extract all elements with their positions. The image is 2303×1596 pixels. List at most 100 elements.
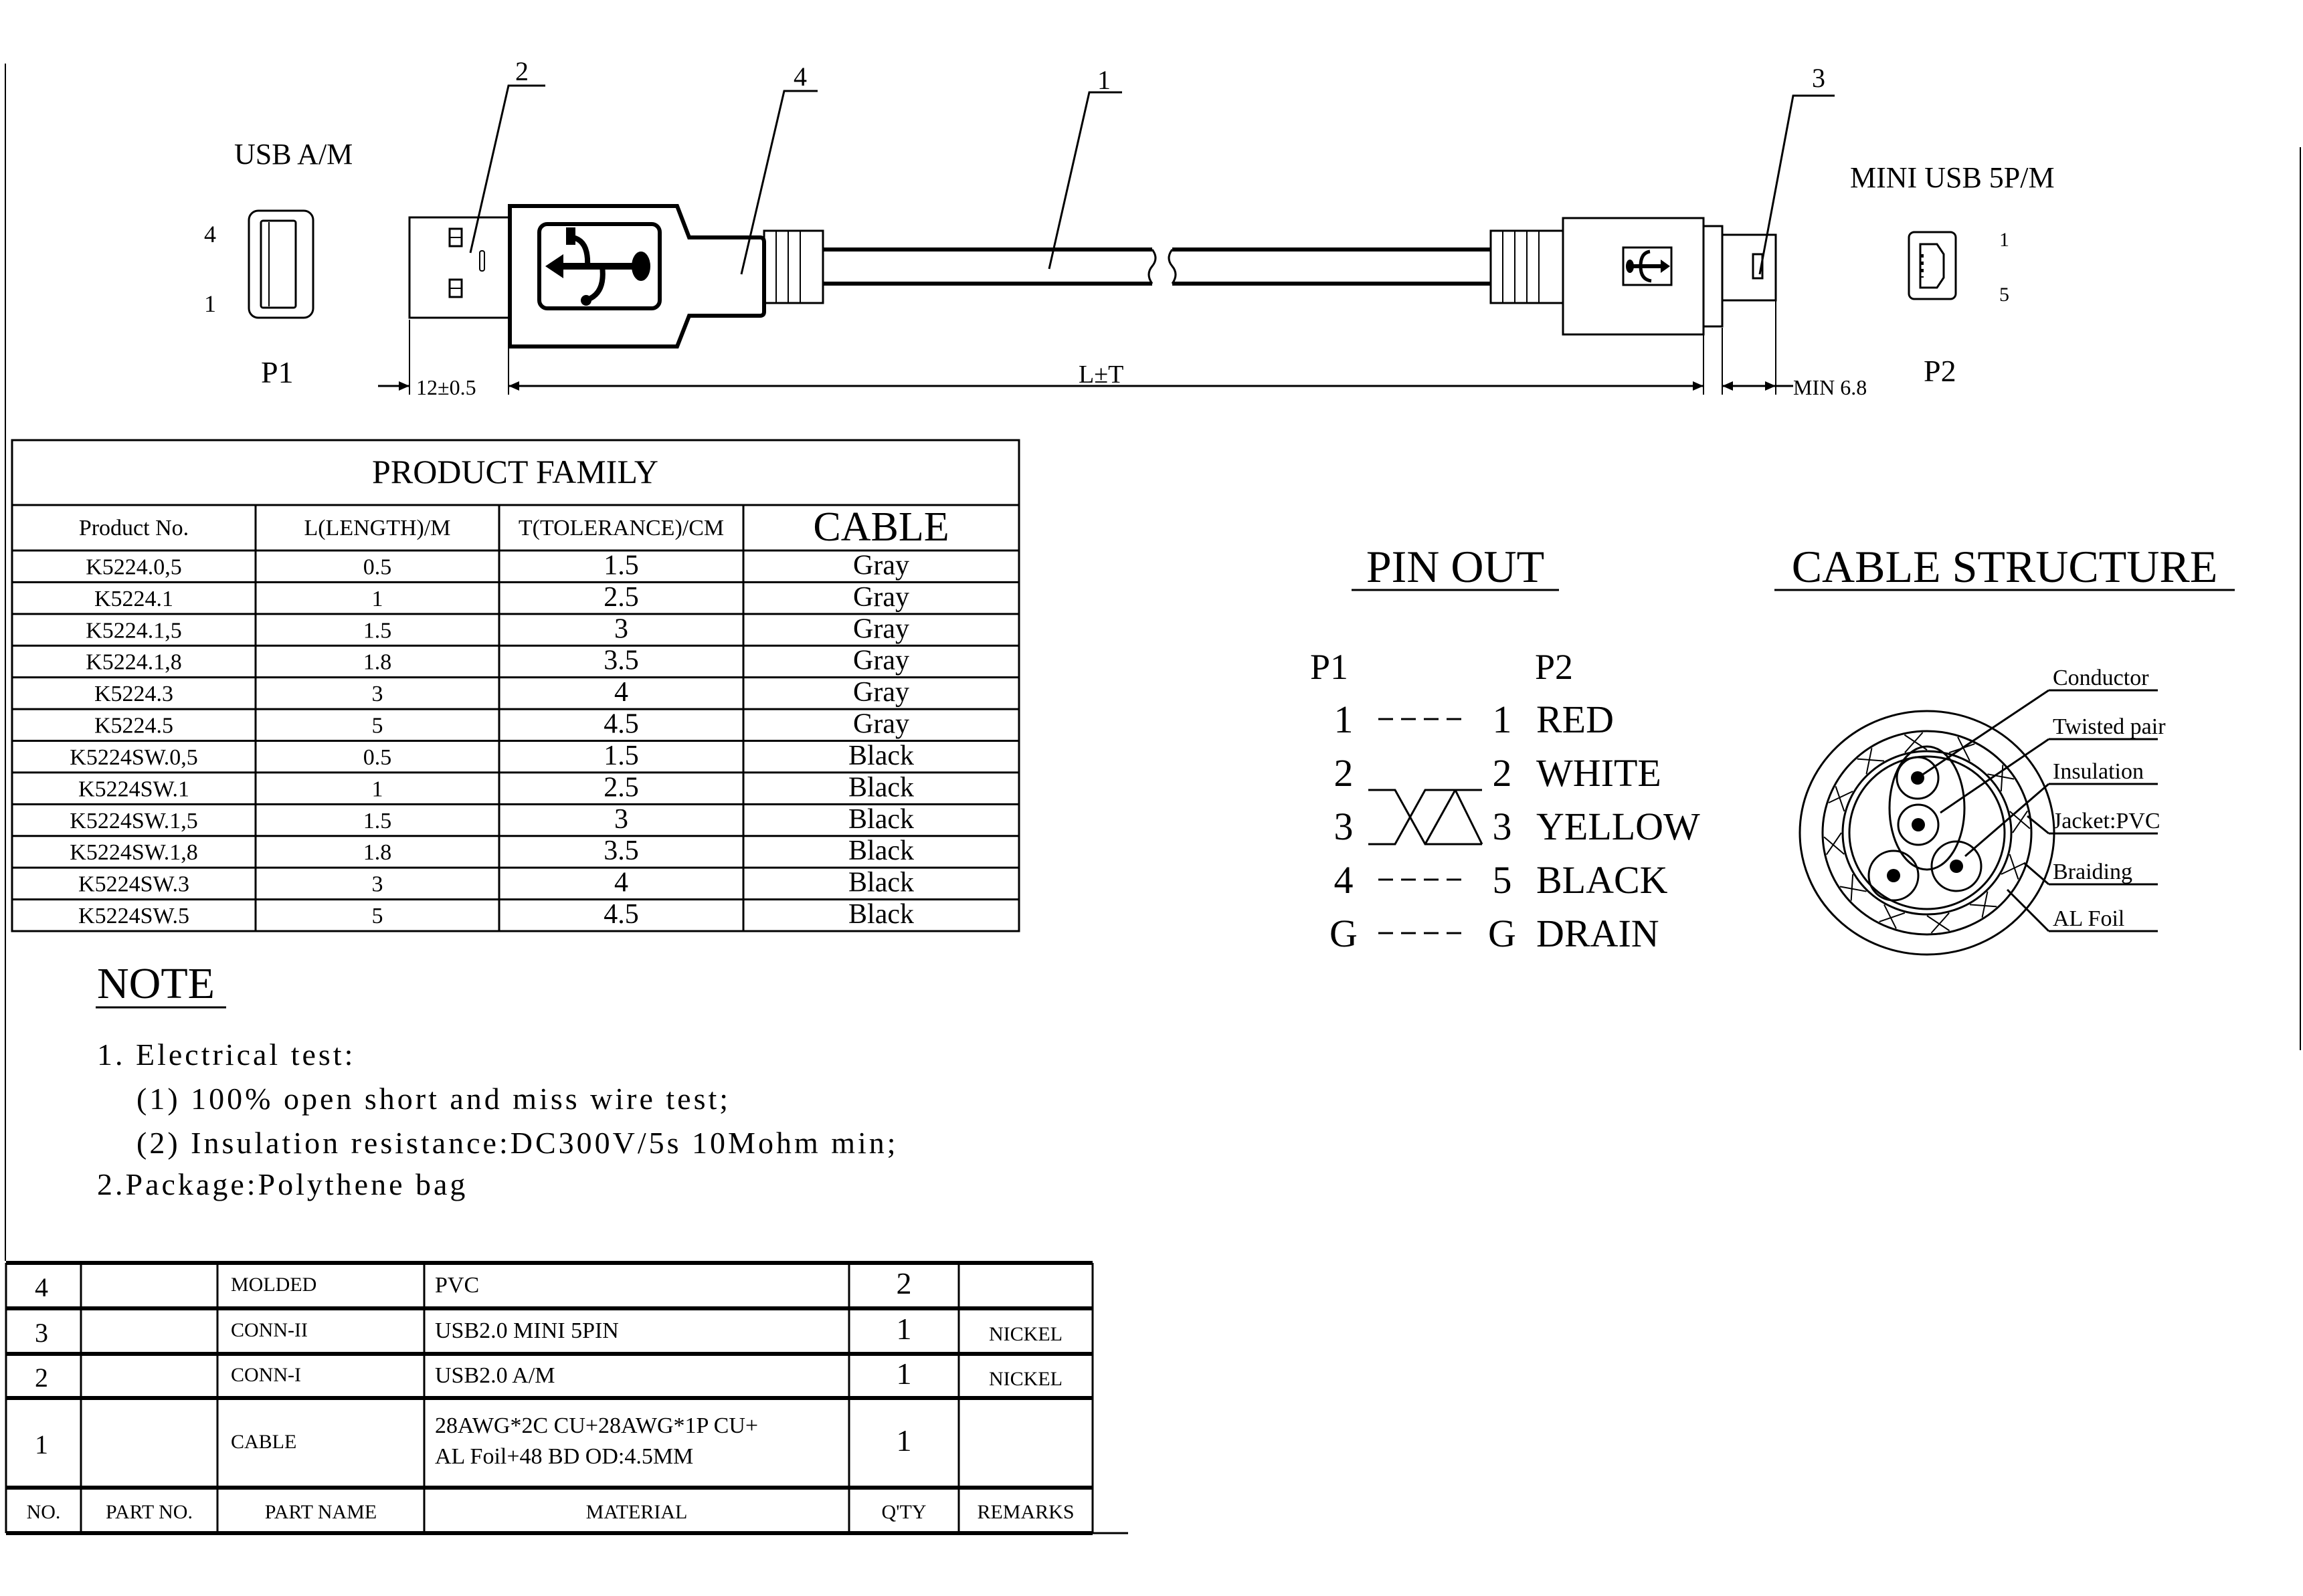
p1-label: P1 (261, 355, 294, 389)
balloon-2-number: 2 (515, 56, 529, 86)
balloon-4-number: 4 (794, 62, 807, 92)
pin-out-p1-header: P1 (1310, 647, 1348, 687)
mini-usb-plug-icon (1489, 217, 1777, 336)
pin-out-wire-color: BLACK (1536, 858, 1668, 902)
product-family-cell: Gray (853, 709, 909, 740)
notes-section: NOTE 1. Electrical test: (1) 100% open s… (96, 959, 896, 1201)
pin-out-p2-pin: 5 (1493, 858, 1512, 902)
bom-qty: 1 (897, 1423, 912, 1458)
bom-part-name: CONN-I (231, 1364, 301, 1386)
product-family-cell: K5224.1 (94, 587, 173, 611)
product-family-cell: 1.5 (363, 618, 392, 643)
pin-out-p2-header: P2 (1535, 647, 1573, 687)
bom-header: PART NAME (265, 1501, 377, 1523)
balloon-3-number: 3 (1812, 63, 1825, 93)
cable-structure-label: Jacket:PVC (2053, 809, 2160, 833)
product-family-cell: K5224SW.5 (78, 904, 189, 928)
product-family-cell: 0.5 (363, 745, 392, 770)
pin-out-p1-pin: 4 (1334, 858, 1354, 902)
cable-structure-label: Conductor (2053, 666, 2149, 690)
cable-icon (823, 247, 1491, 286)
usb-a-plug-icon (408, 204, 824, 348)
product-family-cell: Gray (853, 613, 909, 644)
bom-remarks: NICKEL (989, 1323, 1063, 1345)
bom-no: 1 (35, 1429, 48, 1460)
usb-a-receptacle-icon (248, 209, 314, 319)
pin-out-wire-color: WHITE (1536, 751, 1661, 795)
product-family-cell: 4.5 (604, 899, 639, 930)
product-family-cell: 3 (614, 804, 628, 835)
usb-logo-small-icon (1626, 250, 1670, 283)
note-line: 1. Electrical test: (97, 1037, 355, 1072)
cable-structure-label: Insulation (2053, 759, 2144, 784)
mini-usb-receptacle-icon (1908, 231, 1957, 300)
product-family-cell: K5224.1,5 (86, 618, 182, 643)
dimension-lines: 12±0.5 L±T MIN 6.8 (378, 301, 1867, 399)
twisted-pair-crossover-icon (1368, 789, 1483, 845)
product-family-cell: 5 (372, 904, 383, 928)
bom-header: PART NO. (106, 1501, 193, 1523)
plug-length-dimension: 12±0.5 (416, 375, 476, 399)
bom-header: MATERIAL (586, 1501, 688, 1523)
note-line: (1) 100% open short and miss wire test; (136, 1082, 731, 1116)
product-family-cell: K5224.1,8 (86, 650, 182, 675)
product-family-cell: Black (848, 868, 914, 898)
balloon-1: 1 (1048, 65, 1122, 270)
product-family-cell: 1 (372, 587, 383, 611)
product-family-cell: 1.8 (363, 650, 392, 675)
pin-out-p2-pin: 1 (1493, 698, 1512, 741)
p2-pin-bottom: 5 (1999, 284, 2009, 306)
pin-out-wire-color: RED (1536, 698, 1614, 741)
cable-structure-label: Braiding (2053, 860, 2132, 884)
bom-no: 3 (35, 1318, 48, 1348)
bom-qty: 1 (897, 1312, 912, 1346)
product-family-cell: Black (848, 740, 914, 771)
bom-part-name: CONN-II (231, 1319, 308, 1341)
balloon-1-number: 1 (1097, 65, 1111, 95)
cable-cross-section-icon (1799, 710, 2055, 956)
product-family-cell: Gray (853, 550, 909, 581)
product-family-cell: 4 (614, 868, 628, 898)
cable-structure-label: AL Foil (2053, 906, 2124, 931)
note-title: NOTE (97, 959, 215, 1008)
bom-material: AL Foil+48 BD OD:4.5MM (435, 1444, 693, 1469)
product-family-cell: 3 (372, 872, 383, 897)
product-family-cell: 3.5 (604, 645, 639, 676)
pin-out-wire-color: YELLOW (1536, 805, 1700, 848)
product-family-cell: Black (848, 835, 914, 866)
product-family-cell: K5224.3 (94, 682, 173, 706)
product-family-cell: K5224.5 (94, 714, 173, 738)
bom-no: 2 (35, 1363, 48, 1393)
product-family-cell: Black (848, 804, 914, 835)
cable-assembly-drawing: USB A/M 4 1 P1 (204, 56, 2055, 399)
bom-material: 28AWG*2C CU+28AWG*1P CU+ (435, 1413, 758, 1438)
balloon-3: 3 (1758, 63, 1835, 275)
cable-structure-title: CABLE STRUCTURE (1792, 541, 2218, 592)
pin-out-p1-pin: G (1329, 912, 1358, 955)
pin-out-p2-pin: G (1488, 912, 1516, 955)
pin-out-p2-pin: 2 (1493, 751, 1512, 795)
bom-material: USB2.0 MINI 5PIN (435, 1318, 619, 1343)
product-family-cell: 2.5 (604, 772, 639, 803)
bom-header: NO. (27, 1501, 61, 1523)
product-family-cell: K5224SW.0,5 (70, 745, 197, 770)
balloon-4: 4 (740, 62, 818, 275)
bom-header: REMARKS (977, 1501, 1074, 1523)
product-family-cell: K5224.0,5 (86, 555, 182, 579)
product-family-cell: 5 (372, 714, 383, 738)
bom-part-name: CABLE (231, 1431, 296, 1453)
product-family-cell: Gray (853, 645, 909, 676)
bom-qty: 2 (897, 1266, 912, 1300)
product-family-cell: 1.8 (363, 840, 392, 865)
pin-out-title: PIN OUT (1366, 541, 1544, 592)
bom-part-name: MOLDED (231, 1274, 316, 1296)
bom-material: USB2.0 A/M (435, 1363, 555, 1388)
product-family-cell: Black (848, 899, 914, 930)
note-line: 2.Package:Polythene bag (97, 1167, 468, 1201)
product-family-cell: 3 (614, 613, 628, 644)
product-family-header: T(TOLERANCE)/CM (519, 516, 724, 540)
bom-material: PVC (435, 1273, 479, 1298)
